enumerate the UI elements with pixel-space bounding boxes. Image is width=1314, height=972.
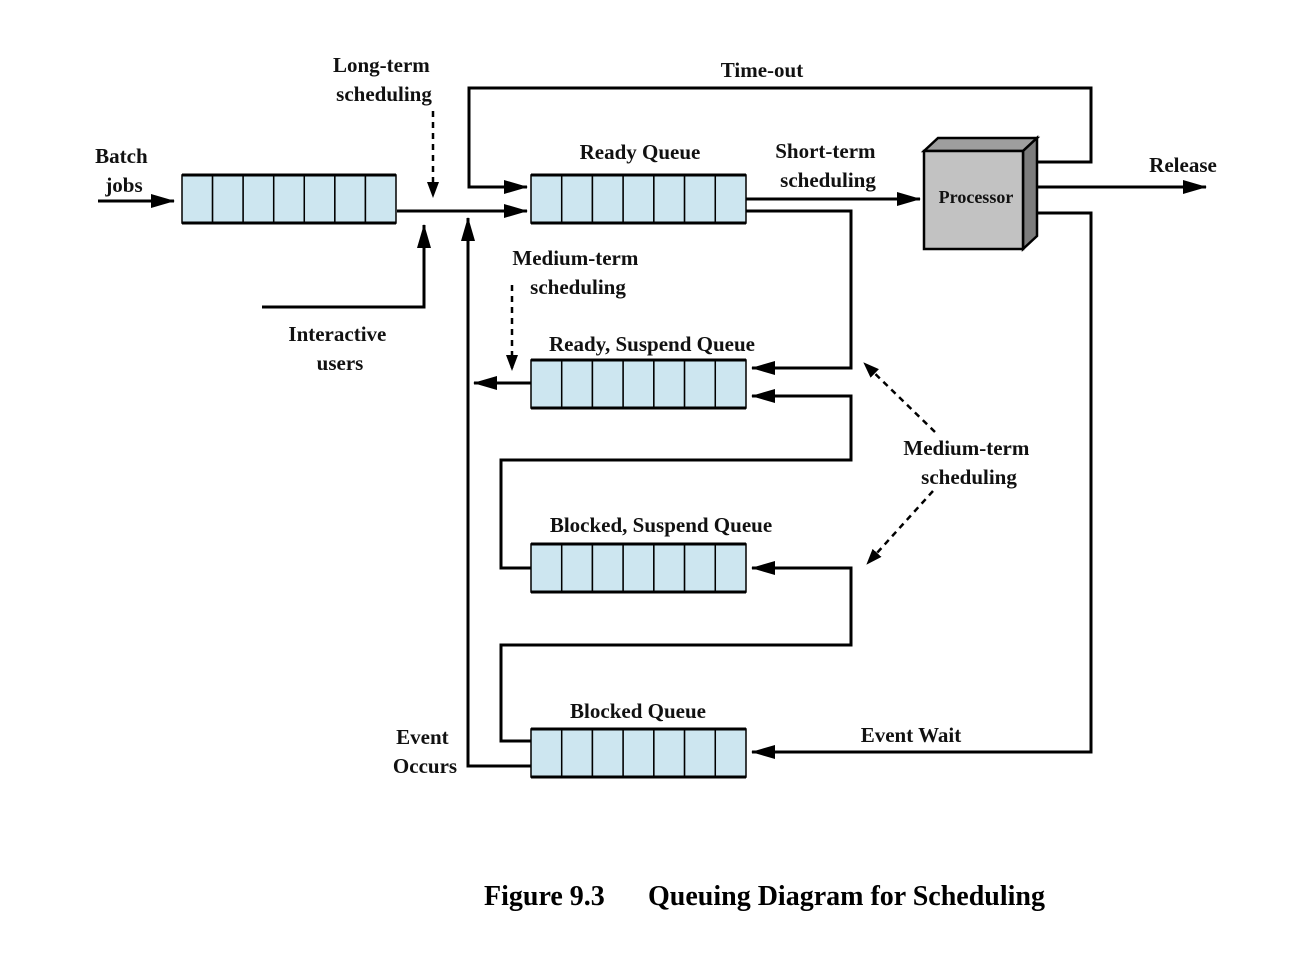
- queue-slot: [364, 174, 397, 224]
- blocked-suspend-queue: [530, 542, 747, 594]
- interactive-users-label: Interactive users: [288, 322, 391, 375]
- event-wait-arrow: [751, 211, 1093, 759]
- blocked-suspend-queue-label: Blocked, Suspend Queue: [550, 513, 772, 537]
- queue-slot: [714, 728, 747, 778]
- queue-slot: [242, 174, 275, 224]
- queue-slot: [272, 174, 306, 224]
- ready-queue: [530, 173, 747, 225]
- processor-side-face: [1021, 135, 1039, 252]
- processor-top-face: [920, 136, 1041, 153]
- suspend-ready-arrow: [746, 209, 853, 375]
- queue-slot: [560, 359, 594, 409]
- queue-slot: [683, 728, 717, 778]
- queue-slot: [560, 174, 594, 224]
- time-out-label: Time-out: [721, 58, 803, 82]
- batch-queue: [181, 173, 397, 225]
- queue-slot: [622, 728, 655, 778]
- queue-slot: [591, 728, 624, 778]
- queue-slot: [653, 543, 686, 593]
- queue-slot: [591, 543, 624, 593]
- suspend-blocked-arrow: [499, 561, 853, 743]
- queue-slot: [530, 359, 563, 409]
- blocked-queue-label: Blocked Queue: [570, 699, 706, 723]
- blocked-suspend-to-ready-suspend-arrow: [499, 389, 853, 570]
- long-term-scheduling-label: Long-term scheduling: [333, 53, 435, 106]
- event-occurs-arrow: [461, 217, 531, 768]
- processor-box: Processor: [920, 135, 1041, 252]
- event-occurs-label: Event Occurs: [393, 725, 457, 778]
- queue-slot: [530, 543, 563, 593]
- processor-label: Processor: [939, 187, 1014, 207]
- queue-slot: [303, 174, 336, 224]
- queue-slot: [530, 174, 563, 224]
- medium-term-right-dashed-arrow-down: [866, 490, 934, 565]
- queue-slot: [530, 728, 563, 778]
- medium-term-scheduling-right-label: Medium-term scheduling: [903, 436, 1034, 489]
- queue-slot: [181, 174, 214, 224]
- queue-slot: [591, 174, 624, 224]
- queue-slot: [560, 543, 594, 593]
- queue-slot: [714, 174, 747, 224]
- queue-slot: [653, 359, 686, 409]
- processor-front-face: [922, 149, 1025, 251]
- interactive-users-arrow: [262, 224, 431, 309]
- release-label: Release: [1149, 153, 1217, 177]
- queue-slot: [622, 543, 655, 593]
- figure-caption-number: Figure 9.3: [484, 881, 605, 912]
- queue-slot: [622, 174, 655, 224]
- queue-slot: [683, 359, 717, 409]
- queue-slot: [591, 359, 624, 409]
- queue-slot: [334, 174, 367, 224]
- medium-term-right-dashed-arrow-up: [863, 362, 936, 433]
- event-wait-label: Event Wait: [861, 723, 962, 747]
- queue-slot: [560, 728, 594, 778]
- blocked-queue: [530, 727, 747, 779]
- ready-suspend-queue-label: Ready, Suspend Queue: [549, 332, 755, 356]
- ready-queue-label: Ready Queue: [580, 140, 701, 164]
- queue-slot: [622, 359, 655, 409]
- queue-slot: [714, 543, 747, 593]
- ready-suspend-queue: [530, 358, 747, 410]
- queue-slot: [653, 174, 686, 224]
- batch-jobs-label: Batch jobs: [95, 144, 153, 197]
- queue-slot: [683, 543, 717, 593]
- queue-slot: [683, 174, 717, 224]
- queue-slot: [714, 359, 747, 409]
- queue-slot: [211, 174, 244, 224]
- queue-slot: [653, 728, 686, 778]
- medium-term-scheduling-left-label: Medium-term scheduling: [512, 246, 643, 299]
- short-term-scheduling-label: Short-term scheduling: [775, 139, 881, 192]
- figure-caption-title: Queuing Diagram for Scheduling: [648, 881, 1045, 912]
- time-out-arrow: [467, 86, 1093, 194]
